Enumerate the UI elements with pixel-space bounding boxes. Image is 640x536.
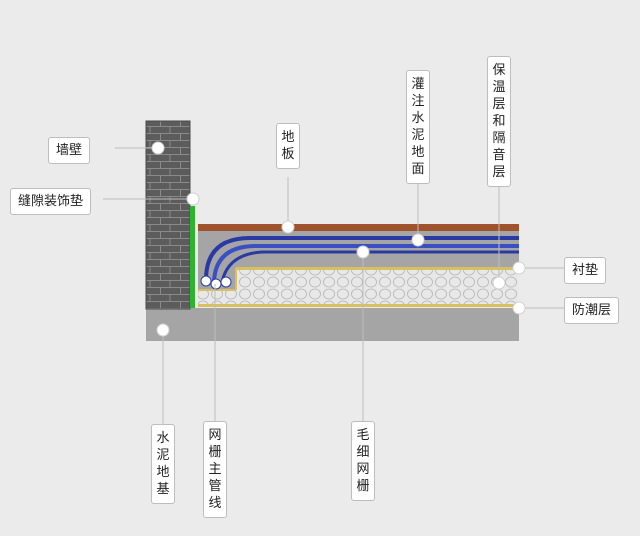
pipe-end-2 [210,278,222,290]
heating-pipe-outer [204,236,519,281]
label-poured-concrete: 灌注水泥地面 [406,70,430,184]
label-concrete-base: 水泥地基 [151,424,175,504]
leader-lines [103,147,564,424]
gap-trim-strip [190,206,195,308]
heating-pipe-middle [212,244,519,282]
label-main-pipe: 网栅主管线 [203,421,227,518]
label-wall: 墙壁 [48,137,91,164]
concrete-base-slab [146,308,519,341]
label-moisture-barrier: 防潮层 [564,297,620,324]
insulation-layer [198,267,519,307]
heating-pipe-inner [220,250,519,283]
pipe-end-1 [200,275,212,287]
label-floor-board: 地板 [276,123,300,169]
moisture-barrier-layer [198,304,519,307]
callout-dots [151,141,526,337]
label-gap-trim: 缝隙装饰垫 [10,188,92,215]
pipe-end-3 [220,276,232,288]
floor-board-layer [198,224,519,231]
label-underlay: 衬垫 [564,257,607,284]
label-insulation: 保温层和隔音层 [487,56,511,187]
underlay-layer [236,267,519,270]
label-capillary-grid: 毛细网栅 [351,421,375,501]
